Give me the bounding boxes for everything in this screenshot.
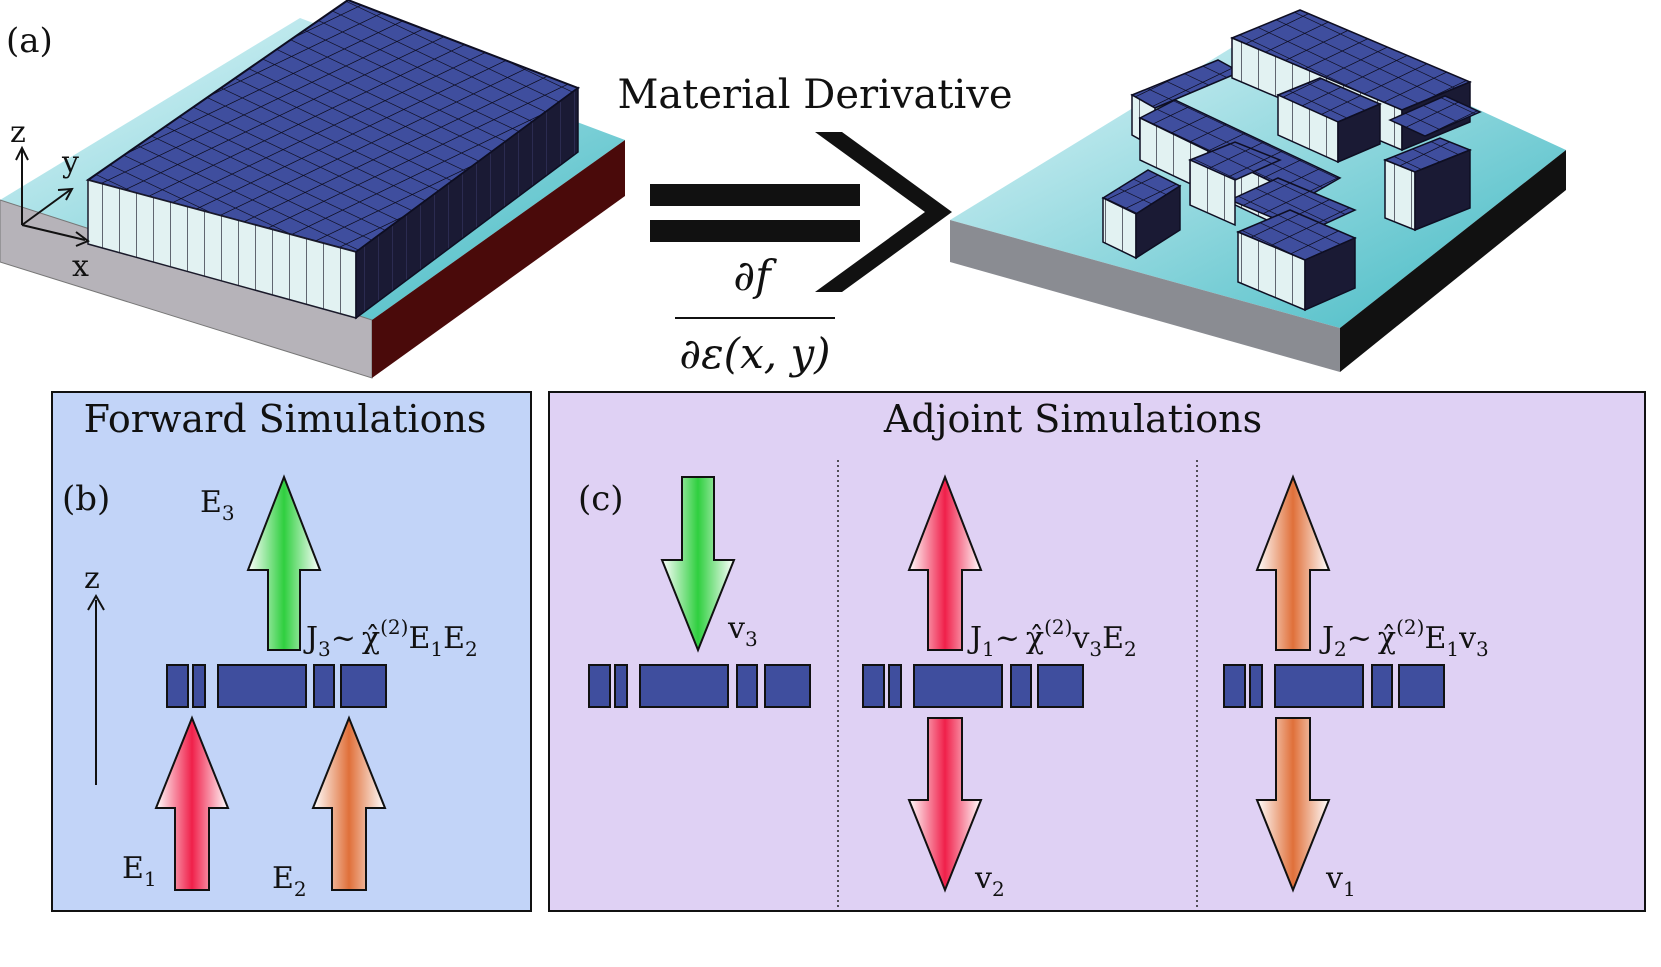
adjoint-grating-1 [588,664,811,708]
e3-arrow [246,474,322,651]
e3-label: E3 [200,485,235,525]
y-axis-head [57,187,74,201]
adjoint-grating-2 [862,664,1084,708]
slab-full-structure [0,0,625,379]
adjoint-title: Adjoint Simulations [883,397,1262,441]
forward-axis-z: z [84,561,100,596]
panel-b-label: (b) [62,479,110,519]
slab-side [355,86,579,320]
y-axis-line [21,189,71,226]
x-axis-line [21,224,86,241]
x-axis-head [75,231,90,247]
axis-y-label: y [61,145,79,180]
z-axis-head [15,145,29,161]
axis-glyph [15,145,90,247]
forward-panel [51,391,532,912]
axis-x-label: x [72,249,89,284]
adjoint-panel [548,391,1646,912]
adjoint-grating-3 [1223,664,1445,708]
v1-label: v1 [1325,861,1356,901]
v1-arrow-down [1255,717,1331,893]
e1-arrow [154,715,230,891]
v2-label: v2 [974,861,1005,901]
derivative-numerator: ∂f [733,251,777,300]
forward-source-formula: J3~χ̂(2)E1E2 [303,615,478,661]
adjoint-source-formula-1: J1~χ̂(2)v3E2 [967,615,1137,661]
derivative-denominator: ∂ε(x, y) [679,329,830,378]
e2-label: E2 [272,861,307,901]
forward-title: Forward Simulations [84,397,487,441]
optimized-structure [950,9,1566,372]
panel-c-label: (c) [578,479,624,519]
v3-arrow [660,476,736,653]
forward-z-axis-head [87,593,105,611]
substrate-front-right [950,220,1340,372]
v2-arrow-down [907,717,983,893]
v3-label: v3 [727,611,758,651]
e2-arrow [311,715,387,891]
forward-grating [166,664,387,708]
j2-arrow-up [1255,474,1331,651]
j1-arrow-up [907,474,983,651]
material-derivative-title: Material Derivative [617,72,1012,118]
pillar-cluster [1101,9,1482,312]
panel-a-label: (a) [6,21,53,61]
axis-z-label: z [10,115,26,150]
implies-arrow [650,132,952,292]
adjoint-source-formula-2: J2~χ̂(2)E1v3 [1319,615,1489,661]
e1-label: E1 [122,851,157,891]
substrate-side-left [372,140,625,378]
substrate-side-right [1340,150,1566,372]
